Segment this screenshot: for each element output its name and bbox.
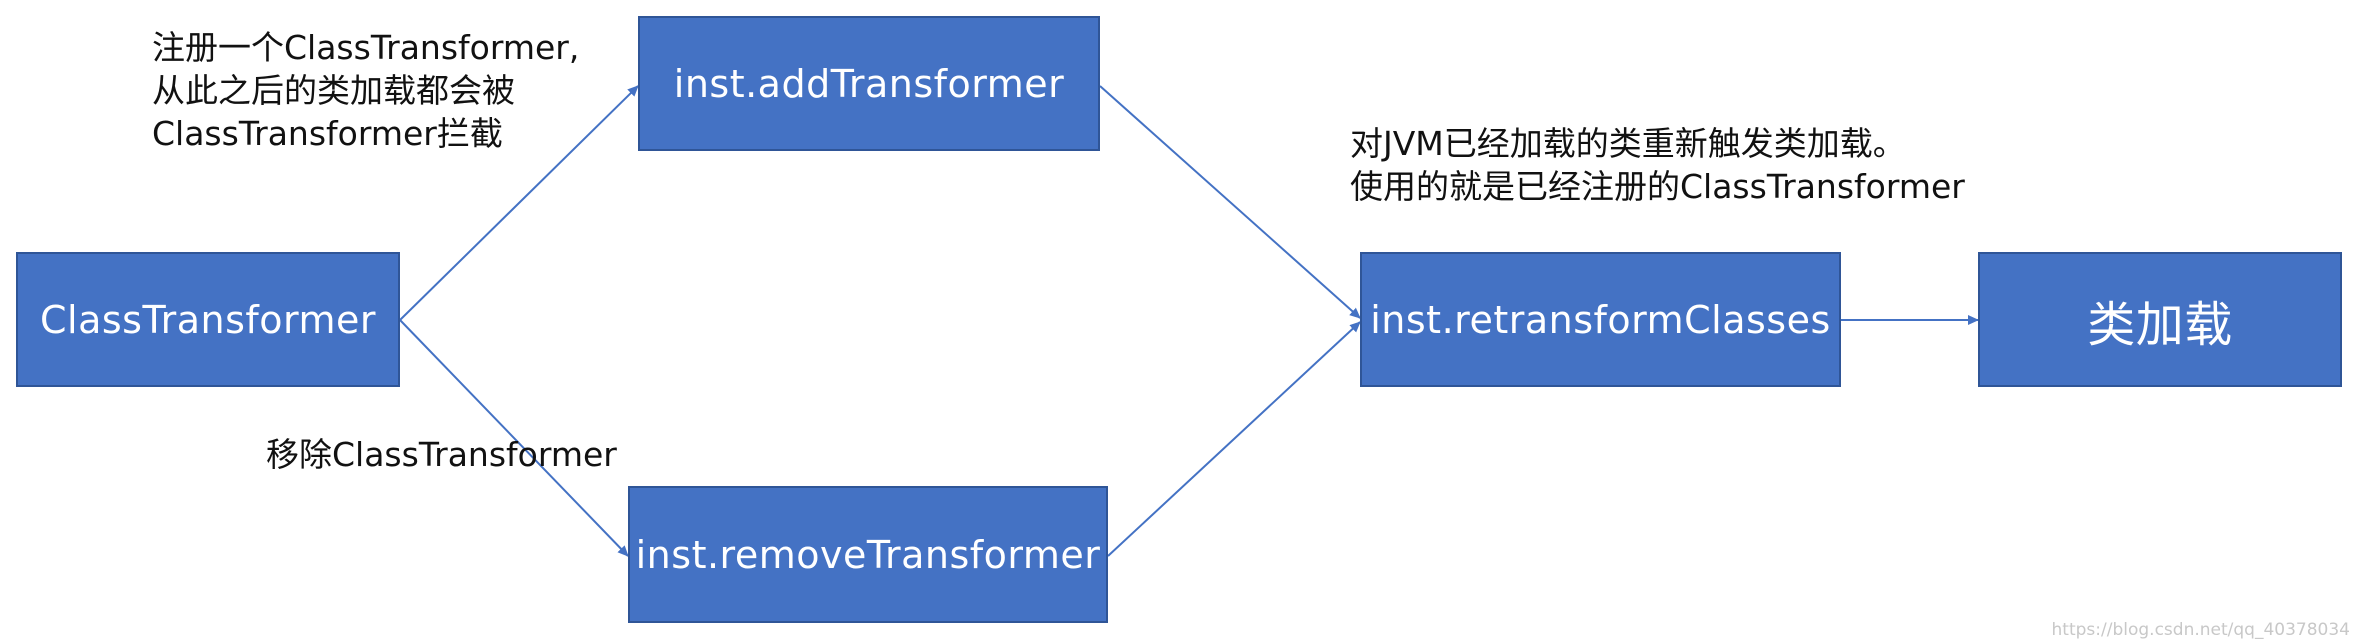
class-loading-node-label: 类加载	[2087, 296, 2233, 353]
arrow-to-add-transformer	[399, 85, 639, 321]
retransform-note-line: 使用的就是已经注册的ClassTransformer	[1350, 167, 1965, 206]
retransform-note-line: 对JVM已经加载的类重新触发类加载。	[1350, 124, 1906, 163]
register-note-line: 从此之后的类加载都会被	[152, 71, 515, 110]
add-transformer-node: inst.addTransformer	[638, 16, 1100, 151]
class-transformer-node: ClassTransformer	[16, 252, 400, 387]
arrow-remove-to-retransform	[1107, 321, 1361, 557]
remove-transformer-node-label: inst.removeTransformer	[635, 532, 1101, 577]
retransform-classes-node-label: inst.retransformClasses	[1370, 297, 1831, 342]
register-note-line: ClassTransformer拦截	[152, 114, 503, 153]
class-transformer-node-label: ClassTransformer	[40, 297, 376, 342]
register-transformer-note: 注册一个ClassTransformer, 从此之后的类加载都会被 ClassT…	[152, 26, 579, 155]
remove-transformer-node: inst.removeTransformer	[628, 486, 1108, 623]
class-loading-node: 类加载	[1978, 252, 2342, 387]
remove-transformer-note: 移除ClassTransformer	[266, 433, 617, 476]
retransform-classes-node: inst.retransformClasses	[1360, 252, 1841, 387]
add-transformer-node-label: inst.addTransformer	[673, 61, 1065, 106]
remove-note-line: 移除ClassTransformer	[266, 435, 617, 474]
source-watermark: https://blog.csdn.net/qq_40378034	[2051, 620, 2350, 640]
arrow-to-remove-transformer	[399, 319, 629, 557]
retransform-note: 对JVM已经加载的类重新触发类加载。 使用的就是已经注册的ClassTransf…	[1350, 122, 1965, 208]
arrow-add-to-retransform	[1099, 85, 1361, 319]
register-note-line: 注册一个ClassTransformer,	[152, 28, 580, 67]
